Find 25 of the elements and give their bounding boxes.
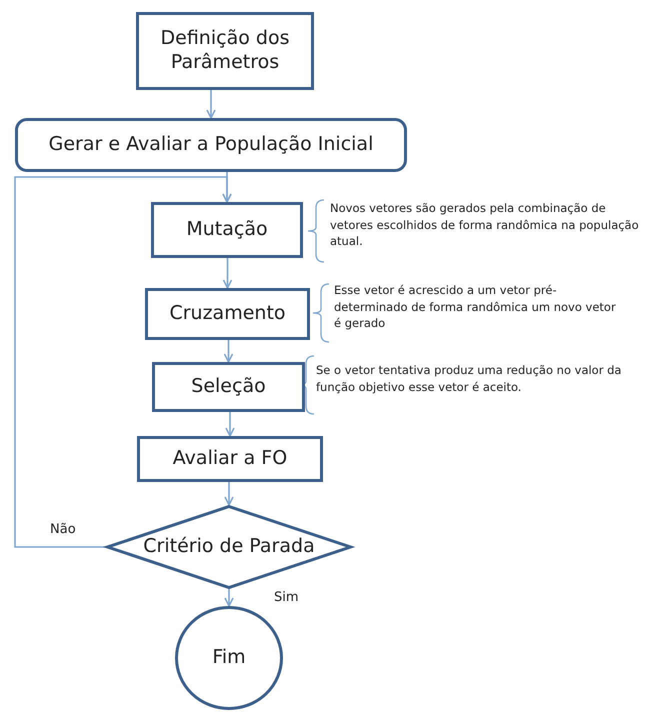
process-box: [136, 12, 314, 90]
process-box: [15, 118, 407, 172]
arrow: [14, 176, 232, 548]
node-label: Gerar e Avaliar a População Inicial: [48, 133, 374, 157]
process-box: [151, 202, 303, 258]
process-box: [137, 436, 323, 482]
note-text: Se o vetor tentativa produz uma redução no valor da função objetivo esse vetor é aceito.: [316, 362, 622, 396]
arrow: [224, 589, 234, 607]
arrow: [224, 340, 234, 363]
node-label: Definição dos Parâmetros: [160, 27, 290, 75]
node-label: Mutação: [186, 218, 268, 242]
node-label: Seleção: [191, 375, 266, 399]
terminal-circle: [175, 606, 283, 710]
node-label: Cruzamento: [169, 302, 286, 326]
note-text: Novos vetores são gerados pela combinação de vetores escolhidos de forma randômica na população atual.: [330, 200, 640, 250]
arrow: [206, 90, 216, 119]
arrow: [222, 258, 232, 289]
arrow: [225, 412, 235, 437]
node-label: Critério de Parada: [143, 535, 315, 559]
node-label: Avaliar a FO: [172, 447, 288, 471]
process-box: [145, 288, 310, 340]
note-text: Esse vetor é acrescido a um vetor pré-determinado de forma randômica um novo vetor é gerado: [334, 282, 617, 332]
process-box: [152, 362, 305, 412]
arrow: [224, 482, 234, 506]
node-label: Fim: [212, 646, 246, 670]
